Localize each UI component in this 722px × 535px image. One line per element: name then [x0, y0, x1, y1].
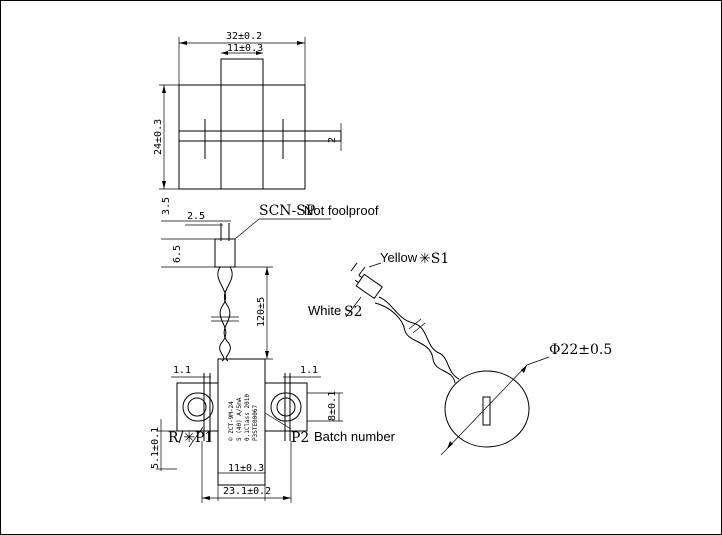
- p1-label: R/✳P1: [168, 430, 213, 446]
- connector-note: Not foolproof: [304, 203, 379, 218]
- dim-2-5: 2.5: [187, 211, 205, 222]
- s2-label: S2: [344, 304, 363, 320]
- tab-right: [264, 382, 308, 432]
- top-core: [220, 58, 264, 190]
- body-text-line-4: P3STE00067: [252, 404, 259, 441]
- dim-3-5: 3.5: [161, 197, 172, 215]
- hole-right: [276, 397, 296, 417]
- side-view: 3.5 2.5 6.5 SCN-SP Not foolproof 120±5 ©…: [150, 197, 396, 503]
- top-pins: [178, 130, 342, 142]
- p1-leader: [188, 426, 204, 448]
- top-body-outline: [178, 84, 306, 190]
- hole-left: [187, 397, 207, 417]
- dim-32: 32±0.2: [226, 31, 262, 42]
- batch-note: Batch number: [314, 429, 396, 444]
- connector-label: SCN-SP: [259, 203, 315, 219]
- twisted-lead-a: [217, 266, 227, 362]
- dim-1-1-right: 1.1: [300, 365, 318, 376]
- twisted-lead-b: [223, 266, 233, 362]
- dim-8: 8±0.1: [327, 391, 338, 421]
- body-text-line-3: 0.1Class 2010: [244, 394, 251, 441]
- sensor-disc: [444, 370, 530, 448]
- iso-view: Yellow ✳S1 White S2 Φ22±0.5: [308, 250, 612, 456]
- tab-left: [176, 382, 219, 432]
- p2-leader: [264, 412, 292, 430]
- slot-right: [270, 392, 302, 422]
- iso-connector: [354, 273, 383, 300]
- p2-label: P2: [291, 430, 309, 446]
- dim-120: 120±5: [256, 297, 267, 327]
- white-leader: [345, 296, 362, 318]
- dim-24: 24±0.3: [153, 119, 164, 155]
- dim-11-bottom: 11±0.3: [228, 463, 264, 474]
- connector-body: [214, 238, 236, 268]
- yellow-label: Yellow: [380, 250, 418, 265]
- iso-lead-a: [378, 296, 460, 380]
- top-view: 32±0.2 11±0.3 24±0.3 2: [153, 31, 342, 190]
- disc-core: [482, 396, 491, 426]
- white-label: White: [308, 303, 341, 318]
- s1-label: ✳S1: [419, 251, 449, 267]
- dim-2: 2: [327, 137, 338, 143]
- diameter-dim: Φ22±0.5: [549, 342, 612, 358]
- body-text-line-1: © ZCT-9M-24: [228, 401, 235, 441]
- dim-23-1: 23.1±0.2: [223, 486, 271, 497]
- slot-left: [182, 392, 214, 422]
- dim-1-1-left: 1.1: [173, 365, 191, 376]
- iso-lead-b: [374, 302, 456, 384]
- body-text-line-2: 5 (40) A/5mA: [236, 397, 243, 441]
- connector-leader: [234, 218, 260, 240]
- dim-5-1: 5.1±0.1: [150, 427, 161, 469]
- yellow-leader: [368, 262, 382, 268]
- dim-6-5: 6.5: [172, 245, 183, 263]
- dim-11: 11±0.3: [227, 43, 263, 54]
